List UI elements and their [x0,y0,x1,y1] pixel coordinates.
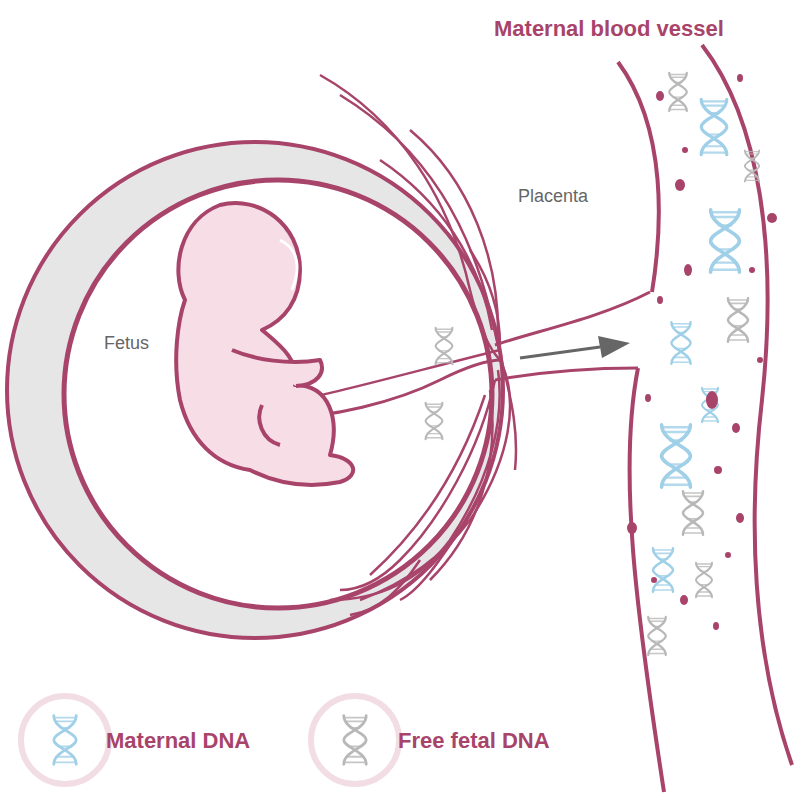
fetus-highlight [280,240,297,290]
uterus-wall [7,142,503,638]
connecting-vessel [495,292,650,380]
placenta-label: Placenta [518,186,588,207]
blood-vessel-wall [618,45,792,792]
placenta-vessels [320,75,516,615]
legend-text: Maternal DNA [106,728,250,753]
transfer-arrow [520,336,630,358]
legend-icon [21,696,399,784]
dna-in-blood [648,73,759,655]
fetus-label: Fetus [104,333,149,354]
fetal-dna [436,328,453,364]
vessel-label: Maternal blood vessel [494,16,724,41]
blood-cells [627,74,777,630]
amniotic-sac [64,180,492,608]
fetal-dna [426,403,443,439]
fetus [176,203,353,485]
legend-text: Free fetal DNA [398,728,550,753]
